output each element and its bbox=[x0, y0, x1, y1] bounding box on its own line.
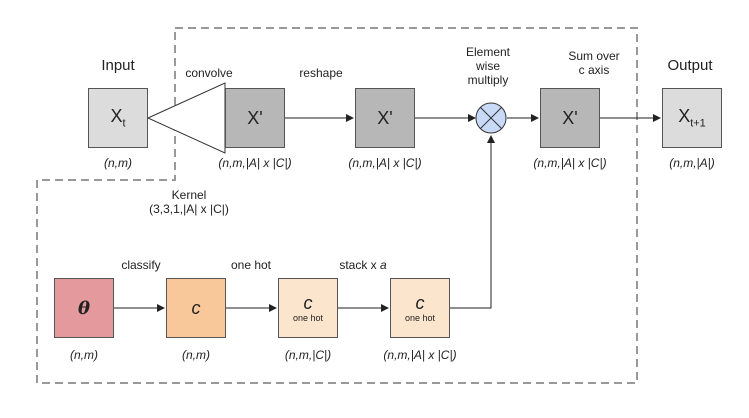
xprime3-dims: (n,m,|A| x |C|) bbox=[533, 156, 607, 170]
theta-dims: (n,m) bbox=[70, 348, 98, 362]
output-title: Output bbox=[667, 57, 713, 74]
arrow-stack-to-multiply bbox=[450, 135, 495, 309]
kernel-label: Kernel (3,3,1,|A| x |C|) bbox=[149, 188, 229, 216]
dashed-region-outline bbox=[36, 27, 638, 384]
c-node-stacked: c one hot bbox=[390, 278, 450, 338]
c1-dims: (n,m) bbox=[182, 348, 210, 362]
theta-node: θ bbox=[54, 278, 114, 338]
c2-dims: (n,m,|C|) bbox=[284, 348, 332, 362]
c-node-classified: c bbox=[166, 278, 226, 338]
c3-dims: (n,m,|A| x |C|) bbox=[383, 348, 457, 362]
c-node-onehot: c one hot bbox=[278, 278, 338, 338]
output-node-xt1: Xt+1 bbox=[662, 88, 722, 148]
xt-dims: (n,m) bbox=[104, 156, 132, 170]
input-title: Input bbox=[101, 57, 135, 74]
convolve-label: convolve bbox=[185, 66, 233, 80]
xprime-node-convolved: X' bbox=[225, 88, 285, 148]
sum-label: Sum over c axis bbox=[568, 49, 620, 77]
multiply-node bbox=[475, 102, 507, 134]
xt1-dims: (n,m,|A|) bbox=[669, 156, 715, 170]
xprime-node-reshaped: X' bbox=[355, 88, 415, 148]
xprime-node-multiplied: X' bbox=[540, 88, 600, 148]
convolution-kernel-triangle bbox=[146, 82, 226, 154]
multiply-label: Element wise multiply bbox=[465, 45, 511, 87]
reshape-label: reshape bbox=[299, 66, 343, 80]
input-node-xt: Xt bbox=[88, 88, 148, 148]
xprime1-dims: (n,m,|A| x |C|) bbox=[218, 156, 292, 170]
onehot-label: one hot bbox=[230, 258, 272, 272]
classify-label: classify bbox=[121, 258, 161, 272]
stack-label: stack x a bbox=[339, 258, 387, 272]
xprime2-dims: (n,m,|A| x |C|) bbox=[348, 156, 422, 170]
